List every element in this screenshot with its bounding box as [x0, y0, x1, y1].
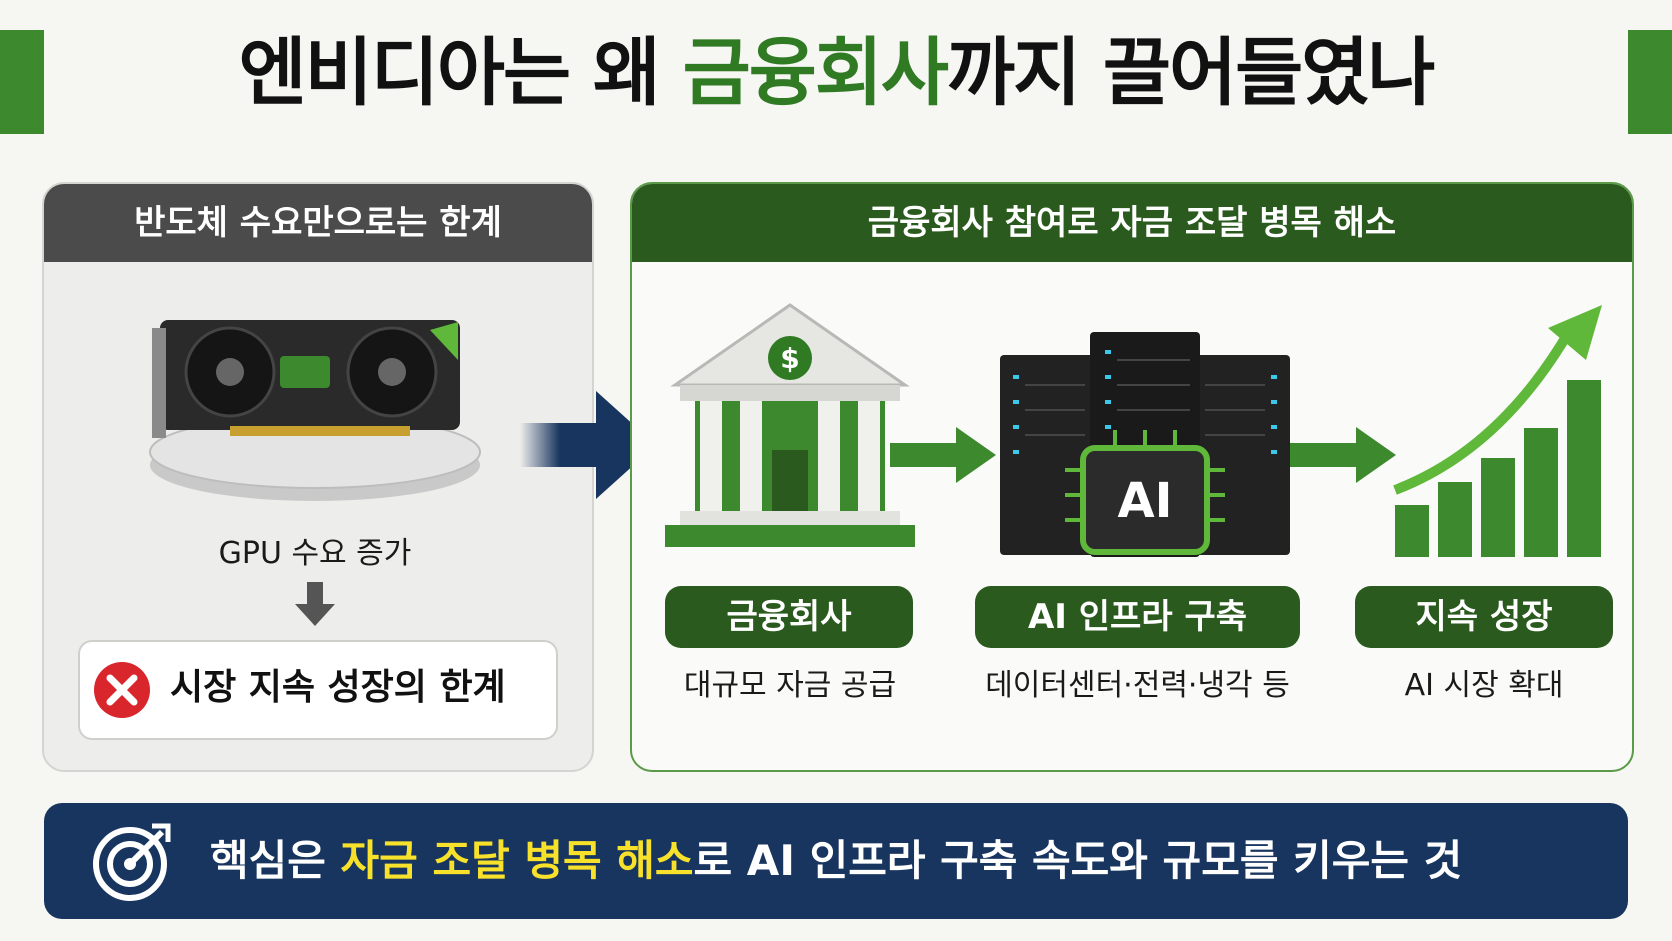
arrow-right-icon-1 [890, 427, 996, 483]
step-finance-desc: 대규모 자금 공급 [683, 668, 897, 703]
step-growth-label: 지속 성장 [1355, 586, 1613, 648]
right-panel-header: 금융회사 참여로 자금 조달 병목 해소 [632, 184, 1632, 262]
title-part2: 까지 끌어들였나 [947, 30, 1435, 116]
left-panel-header: 반도체 수요만으로는 한계 [44, 184, 592, 262]
down-arrow-icon [295, 582, 335, 626]
limit-box [78, 640, 558, 740]
key-message-part2: 로 AI 인프라 구축 속도와 규모를 키우는 것 [693, 836, 1463, 885]
page-title: 엔비디아는 왜 금융회사까지 끌어들였나 [0, 18, 1672, 128]
arrow-right-icon-2 [1290, 427, 1396, 483]
market-limit-text: 시장 지속 성장의 한계 [170, 667, 506, 708]
bank-icon: $ [665, 303, 915, 547]
server-rack-icon: AI [1000, 332, 1290, 557]
gpu-illustration [149, 320, 481, 501]
target-icon [93, 823, 171, 901]
left-accent-bar [0, 30, 44, 134]
title-highlight: 금융회사 [682, 30, 949, 116]
key-message-part1: 핵심은 [210, 836, 341, 885]
ai-chip-label: AI [1117, 473, 1172, 529]
bank-dollar-sign: $ [780, 342, 799, 375]
title-part1: 엔비디아는 왜 [238, 30, 683, 116]
step-finance-label: 금융회사 [665, 586, 913, 648]
x-circle-icon [94, 662, 150, 718]
key-message-text: 핵심은 자금 조달 병목 해소로 AI 인프라 구축 속도와 규모를 키우는 것 [210, 803, 1630, 919]
step-infra-desc: 데이터센터·전력·냉각 등 [985, 668, 1290, 703]
growth-chart-icon [1393, 305, 1602, 557]
big-right-arrow-icon [520, 391, 656, 499]
step-infra-label: AI 인프라 구축 [975, 586, 1300, 648]
key-message-banner [44, 803, 1628, 919]
step-growth-desc: AI 시장 확대 [1404, 668, 1564, 703]
right-accent-bar [1628, 30, 1672, 134]
gpu-demand-caption: GPU 수요 증가 [218, 536, 412, 571]
key-message-highlight: 자금 조달 병목 해소 [340, 836, 694, 885]
